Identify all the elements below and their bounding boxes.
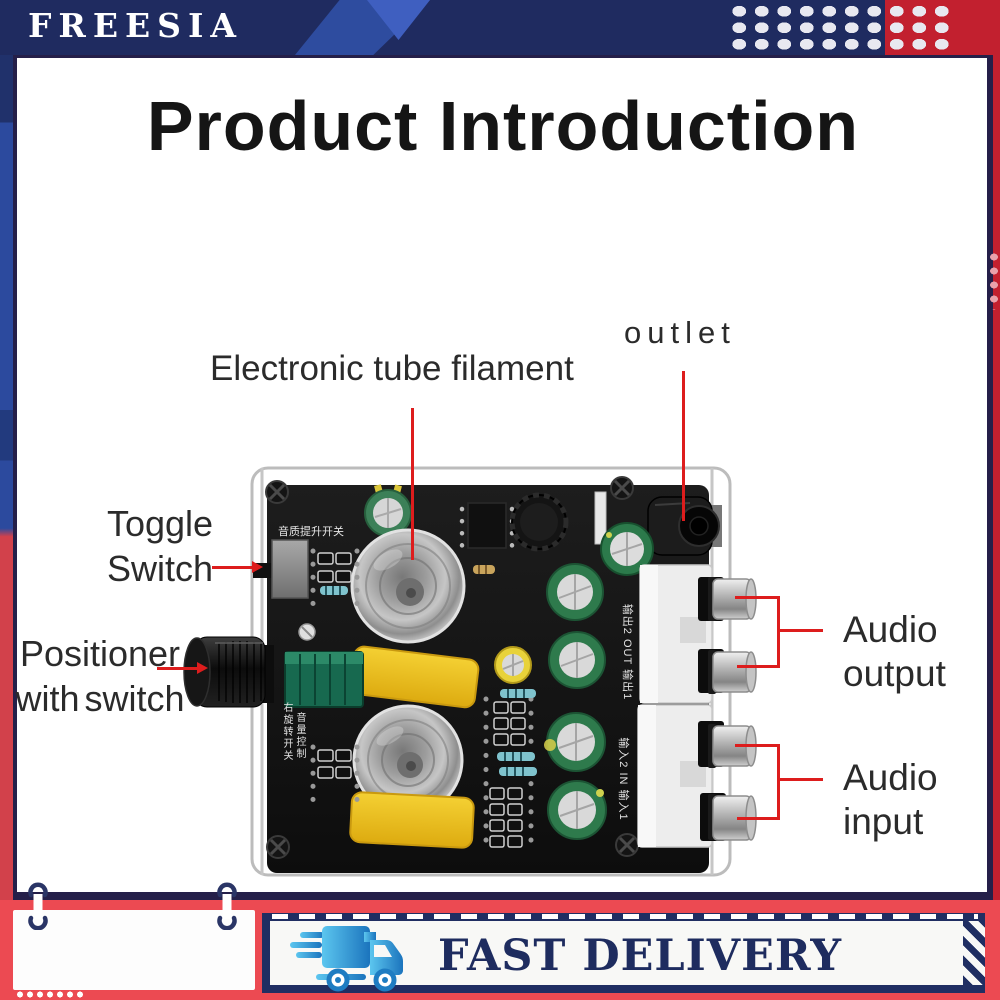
bracket-audio-output-bottom: [737, 665, 779, 668]
fast-delivery-text: FAST DELIVERY: [437, 931, 843, 981]
silkscreen-quality-switch: 音质提升开关: [278, 524, 344, 538]
dc-power-jack: [647, 496, 722, 556]
callout-arrow-toggle: [212, 566, 252, 569]
tube-cover-top: [350, 528, 466, 644]
right-accent-strip: [993, 55, 1000, 900]
callout-arrow-positioner: [157, 667, 197, 670]
dip-ic: [459, 502, 515, 550]
label-positioner: Positioner with switch: [15, 633, 185, 719]
label-outlet: outlet: [624, 315, 736, 350]
bracket-audio-input-mid: [779, 778, 823, 781]
label-toggle-switch: Toggle Switch: [106, 503, 214, 589]
tan-resistor: [473, 565, 495, 574]
rca-jack-assembly: [637, 564, 757, 848]
label-tube-filament: Electronic tube filament: [210, 349, 574, 388]
silkscreen-volume-control: 音量控制: [294, 712, 305, 760]
silkscreen-input-jacks: 输入2 IN 输入1: [617, 737, 629, 821]
delivery-truck-icon: [290, 926, 403, 992]
bracket-audio-input-bottom: [737, 817, 779, 820]
bracket-audio-output-mid: [779, 629, 823, 632]
silkscreen-output-jacks: 输出2 OUT 输出1: [621, 603, 633, 701]
black-capacitor-top: [509, 492, 569, 552]
banner-dashed-line: [272, 914, 978, 919]
trim-pot: [298, 623, 316, 641]
banner-stripe-corner: [963, 921, 985, 985]
silkscreen-rotate-switch: 右旋转开关: [281, 702, 292, 762]
decorative-dot-grid: [728, 3, 954, 53]
bracket-audio-output-top: [735, 596, 779, 599]
green-terminal-block: [284, 651, 364, 708]
callout-arrowhead-positioner: [197, 662, 208, 674]
left-accent-strip: [0, 55, 13, 900]
binder-ring-icon: [28, 882, 48, 930]
bracket-audio-output: [777, 596, 780, 668]
callout-line-filament: [411, 408, 414, 560]
brand-logo-text: FREESIA: [28, 6, 244, 45]
bracket-audio-input-top: [735, 744, 779, 747]
right-strip-dots: [990, 252, 1000, 310]
page-title: Product Introduction: [146, 87, 860, 165]
electrolytic-capacitors: [494, 522, 654, 840]
callout-arrowhead-toggle: [252, 561, 263, 573]
binder-ring-icon: [217, 882, 237, 930]
capacitor-green-top: [364, 484, 412, 537]
footer-dot-row: [15, 990, 87, 999]
label-audio-input: Audio input: [843, 757, 938, 842]
amplifier-board-photo: 音质提升开关: [183, 466, 757, 877]
label-audio-output: Audio output: [843, 609, 946, 694]
callout-line-outlet: [682, 371, 685, 521]
middle-component-column: [483, 689, 537, 850]
yellow-capacitor-2: [349, 791, 475, 849]
small-components-left: [310, 548, 360, 804]
corner-screws: [265, 476, 639, 859]
bracket-audio-input: [777, 744, 780, 820]
footer-blank-card: [13, 910, 255, 990]
